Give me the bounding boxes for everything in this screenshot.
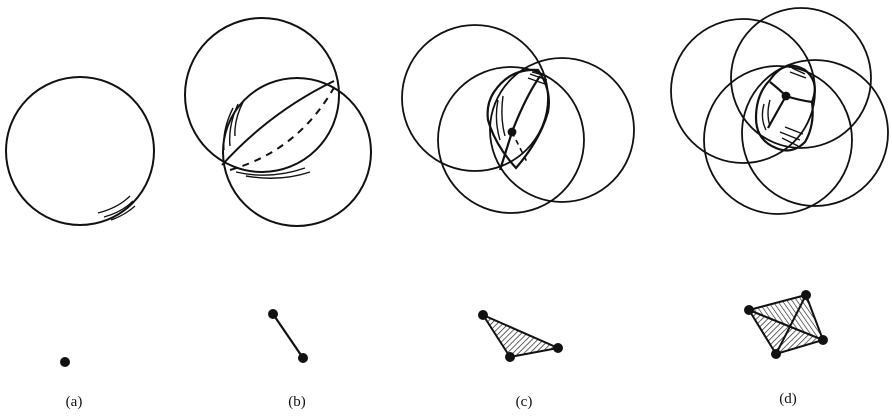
- panel-label-c: (c): [515, 394, 533, 410]
- panel-d-sphere-2: [730, 7, 872, 149]
- panel-c-sphere-3: [437, 66, 585, 214]
- panel-d-spheres: [670, 7, 889, 215]
- panel-c-vertex: [507, 127, 517, 137]
- panel-label-a: (a): [65, 394, 83, 410]
- panel-c-point-2: [505, 352, 515, 362]
- panel-d-core: [754, 64, 816, 152]
- panel-c-simplex: [478, 310, 563, 362]
- panel-a-spheres: [5, 76, 155, 226]
- panel-a-shading: [97, 195, 136, 221]
- panel-c-lens: [486, 68, 550, 170]
- panel-label-d: (d): [779, 391, 797, 407]
- panel-b-simplex: [268, 309, 308, 363]
- panel-d-face-2: [745, 293, 825, 342]
- panel-b-sphere-1: [184, 17, 340, 173]
- panel-a-sphere: [5, 76, 155, 226]
- panel-d-sphere-3: [741, 59, 889, 207]
- panel-b-sphere-2: [222, 77, 372, 227]
- panel-c-shading: [495, 71, 548, 141]
- panel-c-triangle: [480, 312, 562, 359]
- panel-b-point-2: [298, 353, 308, 363]
- panel-a-simplex: [60, 357, 70, 367]
- panel-b-shading: [223, 101, 311, 179]
- panel-b-point-1: [268, 309, 278, 319]
- panel-d-point-2: [801, 290, 811, 300]
- panel-a-point: [60, 357, 70, 367]
- panel-d-point-1: [744, 305, 754, 315]
- panel-b-chord: [221, 80, 335, 166]
- panel-c-sphere-2: [489, 57, 635, 203]
- panel-label-b: (b): [288, 394, 306, 410]
- panel-d-sphere-4: [703, 65, 853, 215]
- panel-d-vertex: [781, 91, 791, 101]
- panel-d-point-3: [771, 349, 781, 359]
- panel-d-point-4: [818, 335, 828, 345]
- panel-d-shading: [761, 67, 807, 147]
- panel-c-spheres: [401, 24, 635, 214]
- panel-c-point-1: [478, 310, 488, 320]
- panel-d-simplex: [744, 290, 828, 359]
- panel-b-edge: [272, 313, 304, 359]
- panel-b-dashed-chord: [229, 83, 337, 171]
- panel-b-spheres: [184, 17, 372, 227]
- panel-c-point-3: [553, 343, 563, 353]
